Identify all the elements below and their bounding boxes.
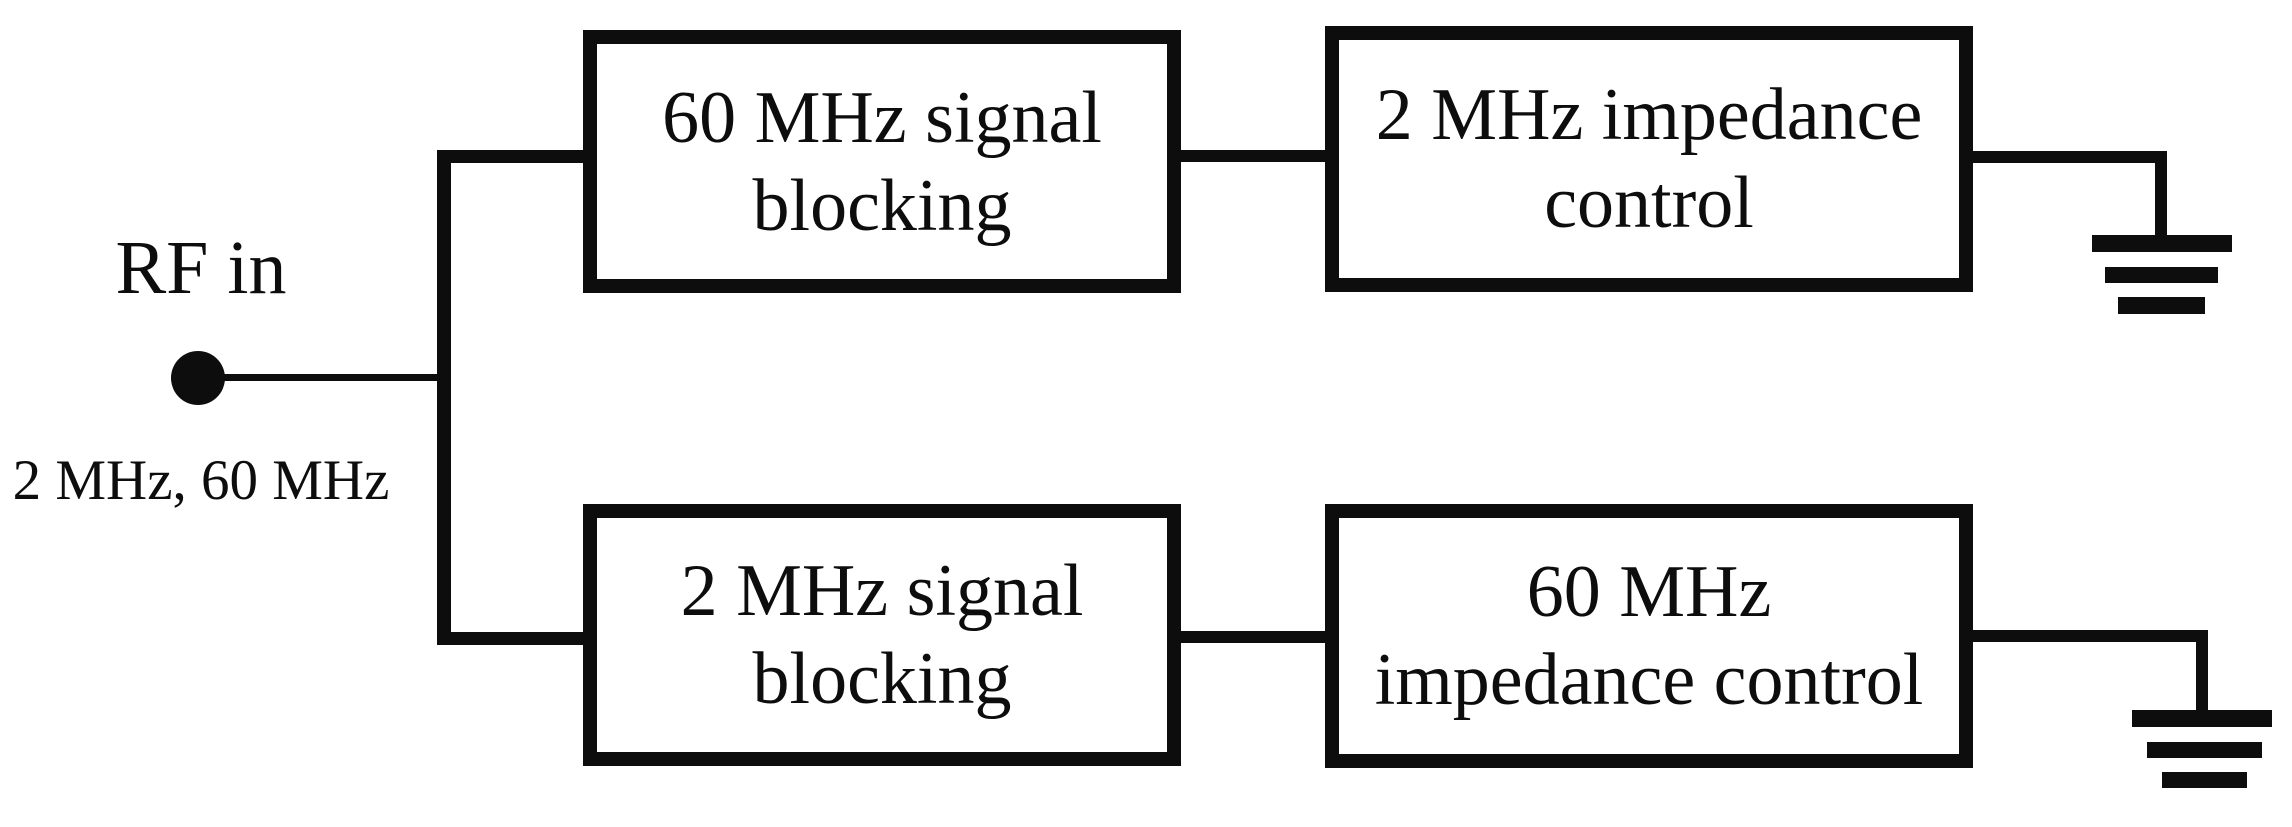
block-label-line2: blocking (752, 164, 1012, 247)
wire-branch-to-top-box (437, 150, 597, 163)
wire-top-to-ground-vertical (2155, 151, 2167, 243)
ground-bar-bottom (2118, 297, 2205, 314)
block-label-line2: control (1544, 162, 1754, 244)
wire-top-to-ground-horizontal (1972, 151, 2167, 163)
rf-in-label: RF in (115, 226, 287, 310)
block-label-line1: 2 MHz signal (680, 550, 1084, 632)
wire-bottom-box1-to-box2 (1180, 631, 1326, 643)
wire-branch-to-bottom-box (437, 632, 597, 645)
ground-bar-top (2132, 710, 2272, 727)
wire-node-to-branch (220, 374, 445, 381)
block-2mhz-impedance-control: 2 MHz impedance control (1325, 26, 1973, 292)
rf-in-frequencies-label: 2 MHz, 60 MHz (12, 449, 390, 512)
block-60mhz-impedance-control: 60 MHz impedance control (1325, 504, 1973, 768)
block-label-line1: 60 MHz signal (662, 76, 1102, 159)
block-label-line2: blocking (752, 638, 1012, 720)
block-60mhz-signal-blocking: 60 MHz signal blocking (583, 30, 1181, 293)
ground-bar-middle (2147, 742, 2262, 758)
ground-bar-middle (2105, 267, 2218, 283)
wire-branch-vertical (437, 150, 451, 645)
wire-bottom-to-ground-vertical (2196, 630, 2208, 718)
wire-bottom-to-ground-horizontal (1972, 630, 2208, 642)
block-label-line2: impedance control (1374, 639, 1924, 721)
block-label-line1: 2 MHz impedance (1375, 74, 1923, 156)
rf-input-node-icon (171, 351, 225, 405)
block-label-line1: 60 MHz (1526, 551, 1772, 633)
wire-top-box1-to-box2 (1180, 150, 1326, 162)
ground-bar-bottom (2162, 772, 2247, 788)
block-2mhz-signal-blocking: 2 MHz signal blocking (583, 504, 1181, 766)
ground-bar-top (2092, 235, 2232, 252)
